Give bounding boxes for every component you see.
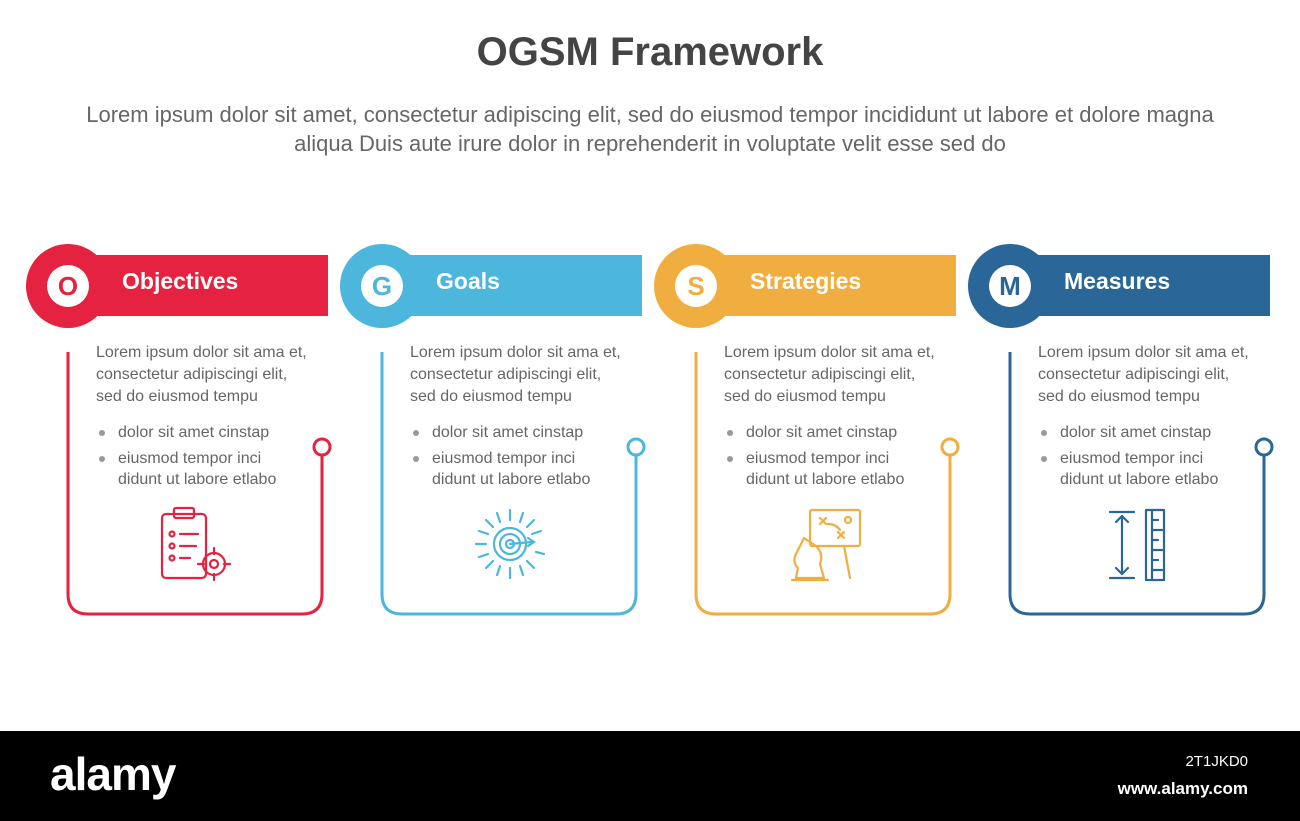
- card-description: Lorem ipsum dolor sit ama et, consectetu…: [96, 344, 307, 405]
- card-description: Lorem ipsum dolor sit ama et, consectetu…: [1038, 344, 1249, 405]
- brand-logo: alamy: [50, 748, 176, 800]
- ruler-measure-icon: [1108, 508, 1166, 582]
- letter-badge: S: [654, 244, 738, 328]
- list-item: eiusmod tempor inci didunt ut labore etl…: [96, 448, 306, 490]
- card-frame: [66, 352, 332, 616]
- card-label: Measures: [1064, 268, 1171, 294]
- bullet-list: dolor sit amet cinstap eiusmod tempor in…: [96, 422, 306, 495]
- card-label: Strategies: [750, 268, 862, 294]
- letter-badge-text: S: [675, 265, 717, 307]
- target-bullseye-icon: [474, 508, 546, 580]
- bullet-list: dolor sit amet cinstap eiusmod tempor in…: [1038, 422, 1248, 495]
- letter-badge: M: [968, 244, 1052, 328]
- page-title: OGSM Framework: [476, 30, 824, 74]
- list-item: dolor sit amet cinstap: [724, 422, 934, 443]
- list-item: eiusmod tempor inci didunt ut labore etl…: [1038, 448, 1248, 490]
- card-label: Objectives: [122, 268, 239, 294]
- card-measures: Measures M Lorem ipsum dolor sit ama et,…: [968, 244, 1278, 620]
- bullet-list: dolor sit amet cinstap eiusmod tempor in…: [724, 422, 934, 495]
- card-frame: [694, 352, 960, 616]
- letter-badge-text: O: [47, 265, 89, 307]
- letter-badge: G: [340, 244, 424, 328]
- clipboard-target-icon: [160, 506, 232, 582]
- list-item: dolor sit amet cinstap: [96, 422, 306, 443]
- watermark-footer: alamy 2T1JKD0 www.alamy.com: [0, 731, 1300, 821]
- bullet-list: dolor sit amet cinstap eiusmod tempor in…: [410, 422, 620, 495]
- list-item: eiusmod tempor inci didunt ut labore etl…: [410, 448, 620, 490]
- letter-badge: O: [26, 244, 110, 328]
- card-goals: Goals G Lorem ipsum dolor sit ama et, co…: [340, 244, 650, 620]
- letter-badge-text: G: [361, 265, 403, 307]
- image-id: 2T1JKD0: [1185, 753, 1248, 770]
- card-objectives: Objectives O Lorem ipsum dolor sit ama e…: [26, 244, 336, 620]
- letter-badge-text: M: [989, 265, 1031, 307]
- page-subtitle: Lorem ipsum dolor sit amet, consectetur …: [86, 102, 1214, 156]
- card-description: Lorem ipsum dolor sit ama et, consectetu…: [410, 344, 621, 405]
- list-item: dolor sit amet cinstap: [410, 422, 620, 443]
- list-item: eiusmod tempor inci didunt ut labore etl…: [724, 448, 934, 490]
- card-frame: [1008, 352, 1274, 616]
- card-strategies: Strategies S Lorem ipsum dolor sit ama e…: [654, 244, 964, 620]
- chess-strategy-board-icon: [790, 508, 862, 582]
- card-frame: [380, 352, 646, 616]
- site-url: www.alamy.com: [1117, 779, 1248, 798]
- card-description: Lorem ipsum dolor sit ama et, consectetu…: [724, 344, 935, 405]
- card-label: Goals: [436, 268, 500, 294]
- list-item: dolor sit amet cinstap: [1038, 422, 1248, 443]
